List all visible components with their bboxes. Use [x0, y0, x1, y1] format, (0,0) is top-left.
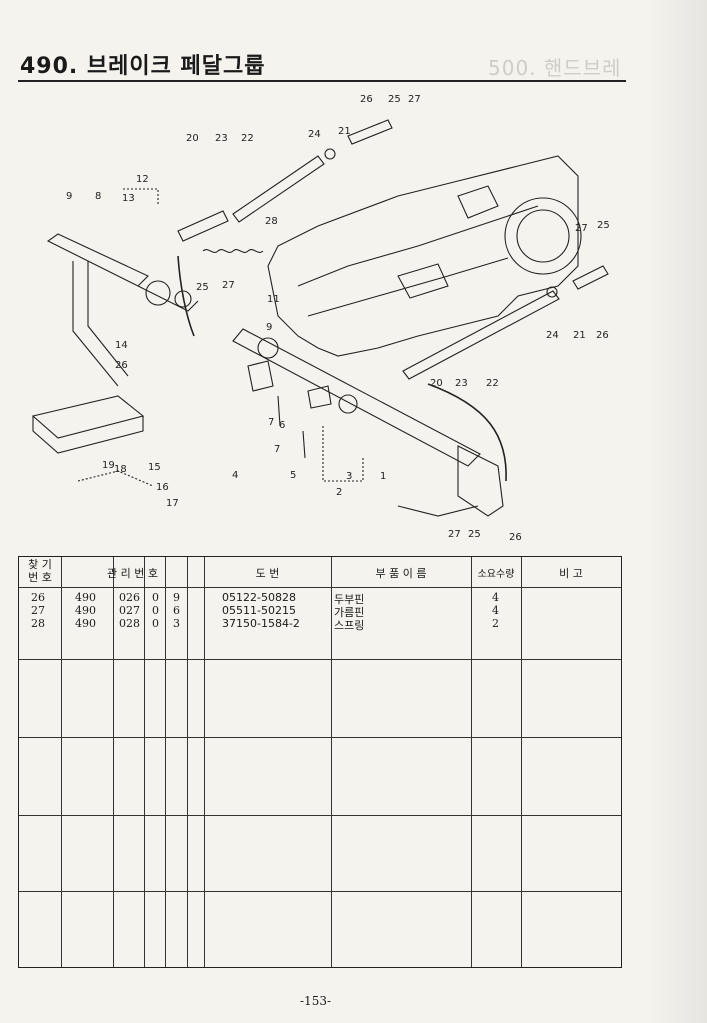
svg-text:6: 6 — [279, 420, 285, 431]
header-qty: 소요수량 — [477, 569, 515, 580]
page-title: 490. 브레이크 페달그룹 — [20, 54, 266, 79]
row-find-no: 26 — [31, 591, 45, 604]
table-group-rule — [19, 737, 621, 738]
svg-text:22: 22 — [486, 378, 499, 389]
svg-text:11: 11 — [267, 294, 280, 305]
row-mgmt-a: 490 — [75, 591, 96, 604]
row-part-name: 두부핀 — [334, 593, 365, 606]
svg-text:20: 20 — [186, 133, 199, 144]
svg-text:27: 27 — [448, 529, 461, 540]
svg-text:4: 4 — [232, 470, 238, 481]
svg-text:3: 3 — [346, 471, 352, 482]
row-mgmt-c: 0 — [152, 617, 159, 630]
row-mgmt-d: 6 — [173, 604, 180, 617]
page-number: -153- — [300, 994, 332, 1008]
row-drawing-no: 37150-1584-2 — [222, 617, 300, 630]
svg-text:9: 9 — [266, 322, 272, 333]
table-col-rule — [113, 557, 114, 967]
svg-text:27: 27 — [222, 280, 235, 291]
svg-text:20: 20 — [430, 378, 443, 389]
svg-text:26: 26 — [360, 94, 373, 105]
table-col-rule — [165, 557, 166, 967]
svg-text:13: 13 — [122, 193, 135, 204]
row-find-no: 28 — [31, 617, 45, 630]
svg-text:24: 24 — [546, 330, 559, 341]
bleed-through-title: 500. 핸드브레 — [488, 56, 622, 80]
table-col-rule — [521, 557, 522, 967]
parts-list-table: 찾 기 번 호 관 리 번 호 도 번 부 품 이 름 소요수량 비 고 26 … — [18, 556, 622, 968]
header-find-no: 찾 기 번 호 — [28, 558, 52, 584]
svg-text:7: 7 — [274, 444, 280, 455]
table-group-rule — [19, 891, 621, 892]
table-col-rule — [61, 557, 62, 967]
title-rule — [18, 80, 626, 82]
row-mgmt-b: 028 — [119, 617, 140, 630]
table-group-rule — [19, 815, 621, 816]
table-col-rule — [331, 557, 332, 967]
row-mgmt-d: 3 — [173, 617, 180, 630]
svg-text:8: 8 — [95, 191, 101, 202]
svg-text:17: 17 — [166, 498, 179, 509]
page-edge-shadow — [647, 0, 707, 1023]
row-drawing-no: 05122-50828 — [222, 591, 296, 604]
table-col-rule — [144, 557, 145, 967]
header-drawing-no: 도 번 — [255, 567, 280, 580]
svg-text:23: 23 — [215, 133, 228, 144]
row-part-name: 가름핀 — [334, 606, 365, 619]
row-qty: 4 — [492, 591, 499, 604]
row-mgmt-b: 027 — [119, 604, 140, 617]
svg-text:25: 25 — [597, 220, 610, 231]
row-mgmt-d: 9 — [173, 591, 180, 604]
svg-text:5: 5 — [290, 470, 296, 481]
svg-text:26: 26 — [115, 360, 128, 371]
svg-text:25: 25 — [388, 94, 401, 105]
svg-text:15: 15 — [148, 462, 161, 473]
svg-text:25: 25 — [196, 282, 209, 293]
table-col-rule — [204, 557, 205, 967]
svg-text:7: 7 — [268, 417, 274, 428]
svg-text:26: 26 — [509, 532, 522, 543]
svg-text:9: 9 — [66, 191, 72, 202]
svg-text:28: 28 — [265, 216, 278, 227]
header-part-name: 부 품 이 름 — [375, 567, 427, 580]
svg-text:14: 14 — [115, 340, 128, 351]
row-part-name: 스프링 — [334, 619, 365, 632]
svg-text:1: 1 — [380, 471, 386, 482]
svg-text:23: 23 — [455, 378, 468, 389]
svg-text:25: 25 — [468, 529, 481, 540]
svg-text:21: 21 — [573, 330, 586, 341]
row-qty: 4 — [492, 604, 499, 617]
row-mgmt-a: 490 — [75, 604, 96, 617]
svg-text:18: 18 — [114, 464, 127, 475]
table-header-rule — [19, 587, 621, 588]
svg-text:2: 2 — [336, 487, 342, 498]
svg-text:12: 12 — [136, 174, 149, 185]
table-group-rule — [19, 659, 621, 660]
header-remarks: 비 고 — [559, 567, 583, 580]
header-mgmt-no: 관 리 번 호 — [107, 567, 158, 580]
row-mgmt-c: 0 — [152, 604, 159, 617]
svg-text:22: 22 — [241, 133, 254, 144]
svg-text:19: 19 — [102, 460, 115, 471]
svg-text:26: 26 — [596, 330, 609, 341]
svg-text:27: 27 — [408, 94, 421, 105]
row-mgmt-c: 0 — [152, 591, 159, 604]
row-mgmt-b: 026 — [119, 591, 140, 604]
svg-text:16: 16 — [156, 482, 169, 493]
svg-text:27: 27 — [575, 223, 588, 234]
svg-text:24: 24 — [308, 129, 321, 140]
table-col-rule — [187, 557, 188, 967]
row-find-no: 27 — [31, 604, 45, 617]
row-mgmt-a: 490 — [75, 617, 96, 630]
row-drawing-no: 05511-50215 — [222, 604, 296, 617]
row-qty: 2 — [492, 617, 499, 630]
svg-text:21: 21 — [338, 126, 351, 137]
table-col-rule — [471, 557, 472, 967]
